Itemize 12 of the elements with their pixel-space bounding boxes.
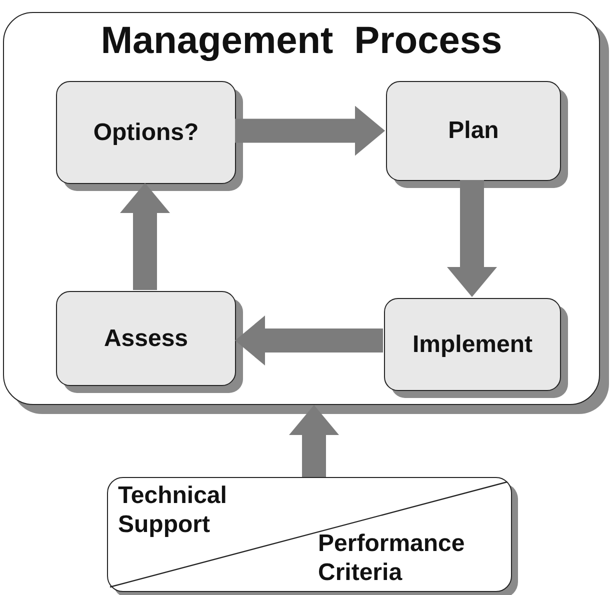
step-label: Assess	[104, 324, 188, 352]
frame-heading: Management Process	[100, 21, 504, 63]
step-label: Implement	[412, 330, 533, 358]
block-arrow	[235, 106, 385, 156]
block-arrow	[447, 180, 497, 297]
block-arrow	[235, 316, 383, 366]
support-label: Technical Support	[118, 482, 228, 540]
step-label: Plan	[448, 117, 499, 145]
block-arrow	[120, 183, 170, 290]
step-label: Options?	[93, 118, 199, 146]
block-arrow	[289, 405, 339, 477]
criteria-label: Performance Criteria	[318, 530, 466, 588]
